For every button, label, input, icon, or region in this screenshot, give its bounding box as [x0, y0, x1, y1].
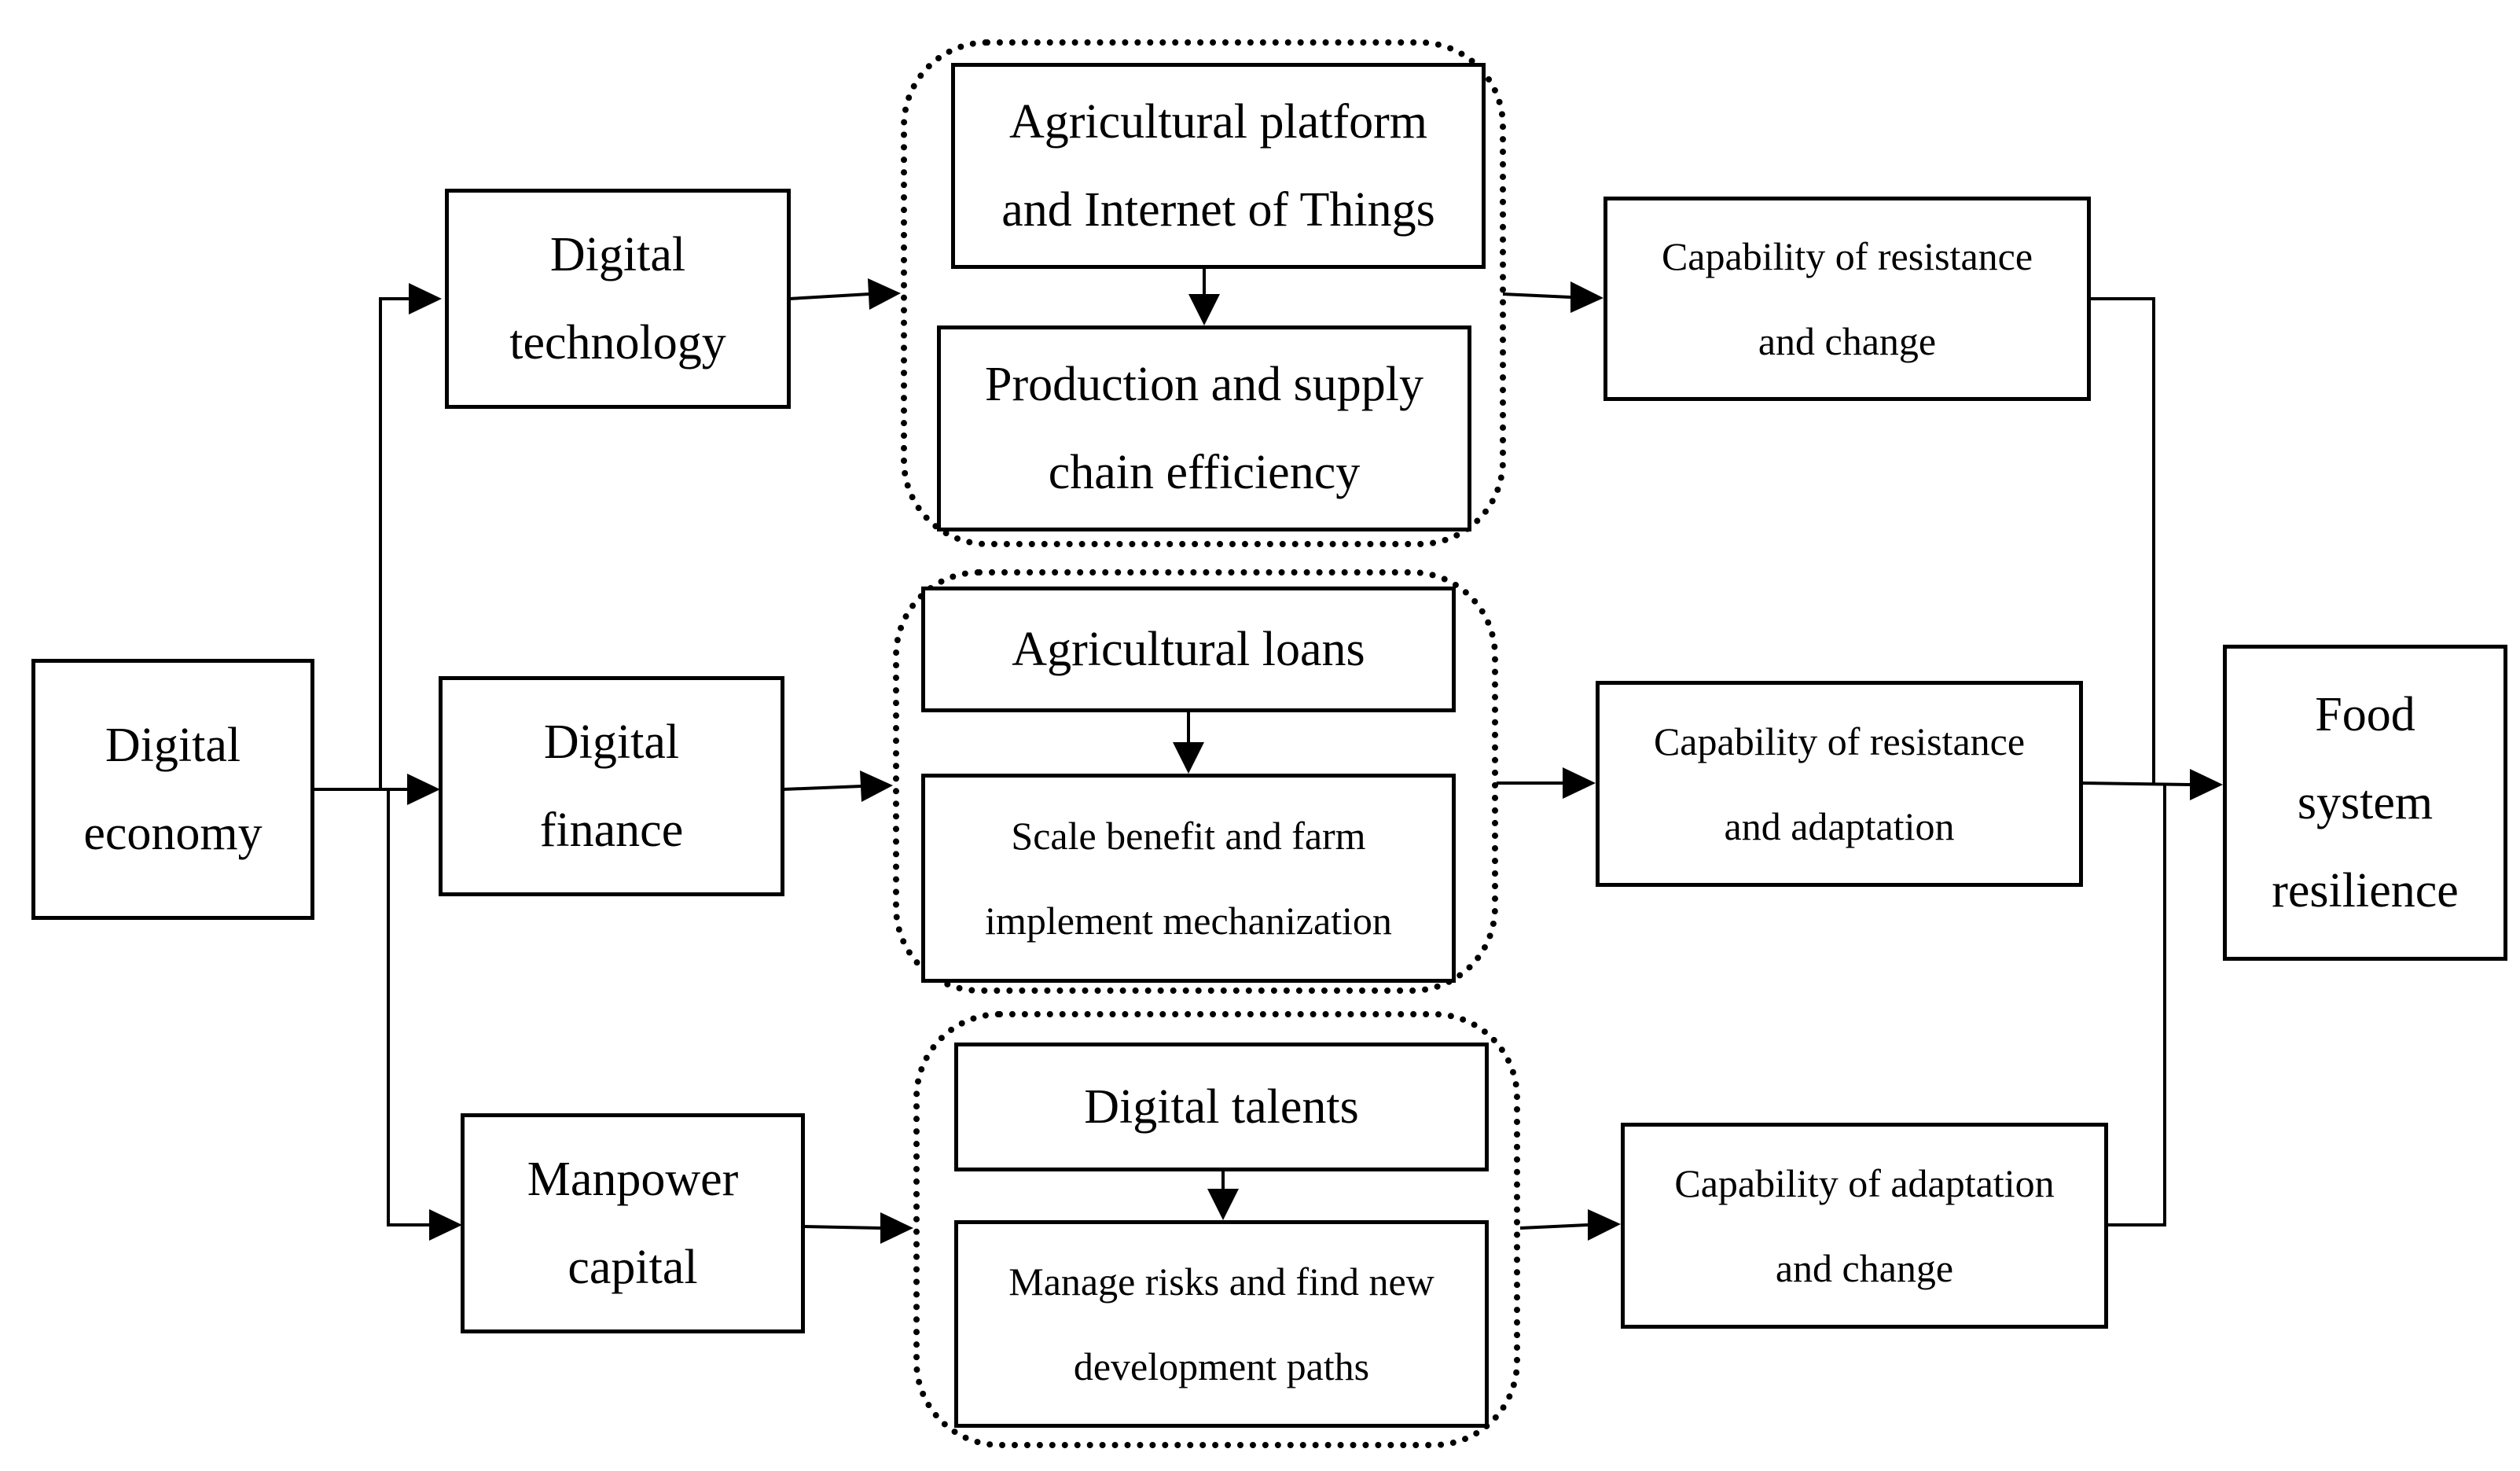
edge-capability2-to-resilience [2081, 781, 2191, 786]
node-agricultural-platform-label: Agricultural platform and Internet of Th… [1001, 95, 1435, 237]
node-manage-risks: Manage risks and find new development pa… [954, 1220, 1489, 1428]
node-digital-economy-label: Digital economy [83, 719, 263, 860]
node-agricultural-loans: Agricultural loans [921, 587, 1456, 712]
mechanism-group-technology [901, 39, 1506, 547]
edge-economy-to-manpower [380, 788, 429, 1226]
node-manpower-capital: Manpower capital [461, 1113, 805, 1333]
arrowhead [1207, 1189, 1239, 1220]
node-capability-resistance-change: Capability of resistance and change [1603, 197, 2091, 401]
node-digital-technology-label: Digital technology [509, 228, 726, 370]
edge-manpower-to-group3 [803, 1225, 881, 1230]
node-manage-risks-label: Manage risks and find new development pa… [1008, 1260, 1434, 1388]
node-digital-economy: Digital economy [31, 659, 314, 920]
arrowhead [868, 278, 901, 310]
node-agricultural-platform: Agricultural platform and Internet of Th… [951, 63, 1486, 269]
arrowhead [429, 1209, 462, 1241]
node-scale-benefit-label: Scale benefit and farm implement mechani… [985, 814, 1392, 943]
arrowhead [1588, 1209, 1621, 1241]
node-digital-technology: Digital technology [445, 189, 791, 409]
arrowhead [860, 770, 893, 802]
edge-group3-to-capability3 [1519, 1223, 1589, 1230]
arrowhead [1570, 281, 1603, 313]
arrowhead [880, 1212, 913, 1244]
mechanism-group-finance [893, 569, 1498, 994]
node-food-system-resilience-label: Food system resilience [2272, 688, 2459, 918]
node-digital-talents-label: Digital talents [1084, 1080, 1359, 1134]
arrowhead [1188, 294, 1220, 325]
node-production-supply-chain: Production and supply chain efficiency [937, 325, 1471, 531]
node-scale-benefit: Scale benefit and farm implement mechani… [921, 774, 1456, 983]
node-agricultural-loans-label: Agricultural loans [1012, 623, 1365, 676]
edge-capability1-to-resilience [2088, 297, 2155, 783]
node-capability-resistance-adaptation-label: Capability of resistance and adaptation [1653, 719, 2026, 848]
node-capability-adaptation-change-label: Capability of adaptation and change [1674, 1161, 2055, 1290]
arrowhead [407, 774, 440, 805]
edge-group1-to-capability1 [1502, 292, 1571, 299]
arrowhead [409, 283, 442, 314]
node-capability-resistance-change-label: Capability of resistance and change [1661, 234, 2033, 363]
node-capability-resistance-adaptation: Capability of resistance and adaptation [1596, 681, 2083, 887]
arrowhead [1563, 767, 1596, 799]
edge-finance-to-group2 [782, 785, 862, 791]
node-capability-adaptation-change: Capability of adaptation and change [1621, 1123, 2108, 1329]
node-manpower-capital-label: Manpower capital [527, 1153, 739, 1294]
edge-economy-to-technology [313, 297, 409, 791]
node-production-supply-chain-label: Production and supply chain efficiency [985, 358, 1423, 499]
edge-capability3-to-resilience [2105, 783, 2166, 1226]
node-digital-finance: Digital finance [439, 676, 784, 896]
arrowhead [2190, 769, 2223, 800]
node-digital-finance-label: Digital finance [539, 715, 684, 857]
node-food-system-resilience: Food system resilience [2223, 645, 2507, 961]
node-digital-talents: Digital talents [954, 1043, 1489, 1171]
arrowhead [1173, 742, 1204, 774]
edge-technology-to-group1 [788, 292, 870, 300]
mechanism-group-manpower [913, 1011, 1520, 1448]
